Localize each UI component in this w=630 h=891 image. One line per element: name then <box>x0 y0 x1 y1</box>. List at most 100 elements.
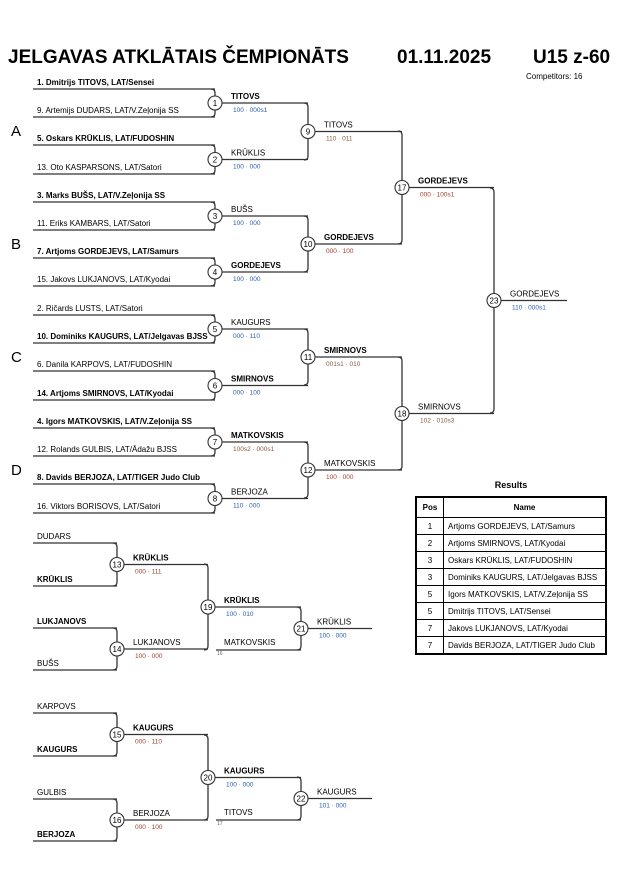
match-score: 110 · 000s1 <box>512 305 546 312</box>
entrant-name: 13. Oto KASPARSONS, LAT/Satori <box>37 163 162 172</box>
match-winner: GORDEJEVS <box>324 233 374 242</box>
repechage-entrant-name: KAUGURS <box>37 745 78 754</box>
match-number: 23 <box>490 297 499 306</box>
match-winner: KAUGURS <box>317 788 357 797</box>
match-winner: SMIRNOVS <box>418 403 461 412</box>
match-number: 2 <box>213 156 218 165</box>
match-number-circle[interactable] <box>300 462 316 478</box>
match-number-circle[interactable] <box>300 123 316 140</box>
result-name: Artjoms SMIRNOVS, LAT/Kyodai <box>443 534 607 552</box>
match-number-circle[interactable] <box>293 620 309 637</box>
match-number: 17 <box>398 184 407 193</box>
match-number: 11 <box>304 353 313 362</box>
col-pos: Pos <box>415 496 444 518</box>
match-winner: KRŪKLIS <box>231 149 265 158</box>
match-number-circle[interactable] <box>207 95 223 111</box>
match-number-circle[interactable] <box>200 599 216 615</box>
match-number-circle[interactable] <box>394 405 410 422</box>
match-winner: LUKJANOVS <box>133 638 181 647</box>
repechage-entrant-name: LUKJANOVS <box>37 617 87 626</box>
match-number-circle[interactable] <box>207 377 223 394</box>
match-score: 100 · 000 <box>135 653 163 660</box>
match-score: 100 · 000 <box>233 220 261 227</box>
match-number: 19 <box>204 603 213 612</box>
entrant-name: 9. Artemijs DUDARS, LAT/V.Zeļonija SS <box>37 106 179 115</box>
result-pos: 7 <box>415 636 444 655</box>
result-pos: 5 <box>415 602 444 620</box>
match-number-circle[interactable] <box>207 490 223 507</box>
match-number: 14 <box>113 645 122 654</box>
match-number-circle[interactable] <box>300 349 316 365</box>
match-score: 100 · 000 <box>319 633 347 640</box>
match-number: 15 <box>113 731 122 740</box>
repechage-entrant-name: GULBIS <box>37 788 66 797</box>
match-winner: KAUGURS <box>231 318 271 327</box>
result-name: Igors MATKOVSKIS, LAT/V.Zeļonija SS <box>443 585 607 603</box>
match-score: 000 · 110 <box>135 739 162 746</box>
repechage-entrant-name: BUŠS <box>37 659 59 668</box>
pool-label-a: A <box>11 123 21 140</box>
result-name: Davids BERJOZA, LAT/TIGER Judo Club <box>443 636 607 655</box>
entrant-name: 11. Eriks KAMBARS, LAT/Satori <box>37 219 151 228</box>
match-number-circle[interactable] <box>207 208 223 224</box>
crossover-name: MATKOVSKIS <box>224 638 275 647</box>
competitors-count: Competitors: 16 <box>526 72 583 81</box>
match-number-circle[interactable] <box>109 556 125 573</box>
repechage-entrant-name: BERJOZA <box>37 830 75 839</box>
match-number: 21 <box>297 625 306 634</box>
event-title: JELGAVAS ATKLĀTAIS ČEMPIONĀTS <box>8 46 349 68</box>
result-pos: 2 <box>415 534 444 552</box>
entrant-name: 5. Oskars KRŪKLIS, LAT/FUDOSHIN <box>37 134 174 143</box>
col-name: Name <box>443 496 607 518</box>
match-winner: GORDEJEVS <box>510 290 559 299</box>
repechage-entrant-name: KARPOVS <box>37 702 76 711</box>
crossover-source-match: 17 <box>217 821 223 827</box>
match-number-circle[interactable] <box>109 812 125 828</box>
match-number: 1 <box>213 99 218 108</box>
match-winner: KRŪKLIS <box>317 618 351 627</box>
match-score: 102 · 010s3 <box>420 418 455 425</box>
match-score: 110 · 000 <box>233 503 260 510</box>
match-number-circle[interactable] <box>207 321 223 337</box>
match-number: 7 <box>213 438 218 447</box>
match-number: 10 <box>304 240 313 249</box>
match-number-circle[interactable] <box>293 790 309 807</box>
match-number-circle[interactable] <box>486 292 502 309</box>
results-title: Results <box>494 480 528 490</box>
match-score: 000 · 100 <box>326 248 354 255</box>
match-number-circle[interactable] <box>207 434 223 450</box>
match-number-circle[interactable] <box>300 236 316 252</box>
entrant-name: 16. Viktors BORISOVS, LAT/Satori <box>37 502 161 511</box>
match-winner: BUŠS <box>231 205 253 214</box>
match-number: 12 <box>304 466 313 475</box>
match-number-circle[interactable] <box>200 769 216 786</box>
match-score: 100 · 000s1 <box>233 107 268 114</box>
match-number: 16 <box>113 816 122 825</box>
crossover-source-match: 16 <box>217 651 223 657</box>
match-number-circle[interactable] <box>394 179 410 196</box>
entrant-name: 7. Artjoms GORDEJEVS, LAT/Samurs <box>37 247 179 256</box>
result-name: Jakovs LUKJANOVS, LAT/Kyodai <box>443 619 607 637</box>
match-number-circle[interactable] <box>207 151 223 168</box>
match-winner: TITOVS <box>324 121 353 130</box>
match-score: 100 · 000 <box>233 164 261 171</box>
result-name: Dominiks KAUGURS, LAT/Jelgavas BJSS <box>443 568 607 586</box>
match-number-circle[interactable] <box>109 641 125 657</box>
match-winner: TITOVS <box>231 92 260 101</box>
result-pos: 7 <box>415 619 444 637</box>
entrant-name: 6. Danila KARPOVS, LAT/FUDOSHIN <box>37 360 172 369</box>
result-name: Oskars KRŪKLIS, LAT/FUDOSHIN <box>443 551 607 569</box>
match-winner: SMIRNOVS <box>324 346 367 355</box>
match-number-circle[interactable] <box>109 726 125 743</box>
match-winner: KRŪKLIS <box>133 554 169 563</box>
entrant-name: 1. Dmitrijs TITOVS, LAT/Sensei <box>37 78 154 87</box>
match-number: 22 <box>297 795 306 804</box>
match-score: 100 · 000 <box>233 276 261 283</box>
match-number-circle[interactable] <box>207 264 223 280</box>
